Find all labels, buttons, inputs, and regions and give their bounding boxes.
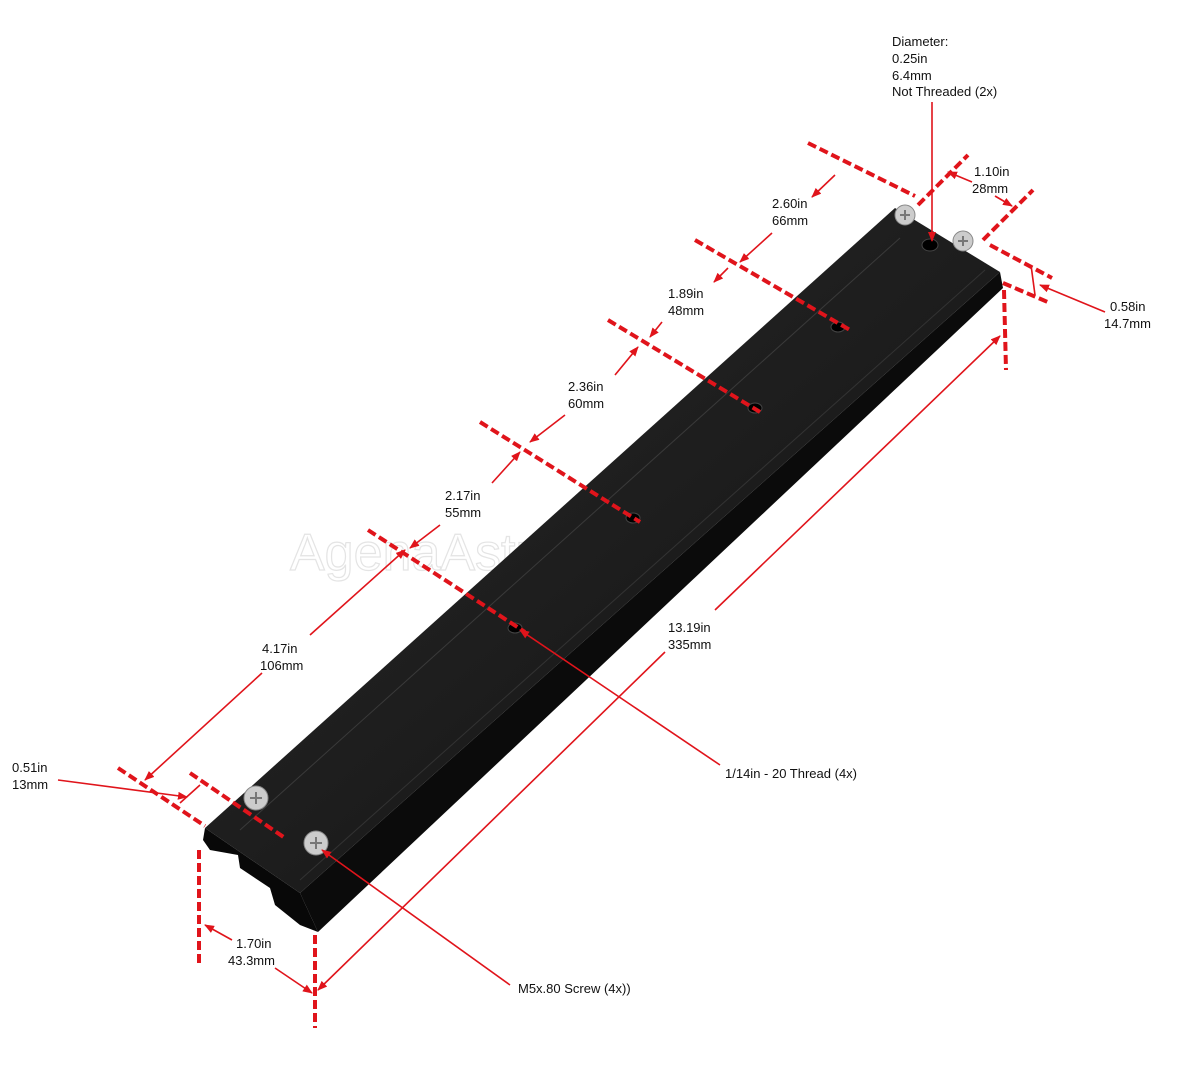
dovetail-rail bbox=[203, 204, 1003, 932]
dimension-arrows bbox=[57, 102, 1106, 994]
rail-groove-line bbox=[239, 237, 901, 831]
diameter-label: Diameter: 0.25in 6.4mm Not Threaded (2x) bbox=[892, 34, 997, 99]
extension-lines bbox=[116, 141, 1053, 1028]
rail-side-face bbox=[300, 272, 1003, 932]
screw-icon bbox=[952, 230, 974, 252]
screw-icon bbox=[894, 204, 916, 226]
screw-label: M5x.80 Screw (4x)) bbox=[518, 981, 631, 996]
rail-top-face bbox=[205, 208, 1000, 893]
rail-end-face bbox=[203, 828, 318, 932]
rail-edge-highlight bbox=[299, 269, 986, 881]
thread-label: 1/14in - 20 Thread (4x) bbox=[725, 766, 857, 781]
screw-icon bbox=[303, 830, 329, 856]
screw-icon bbox=[243, 785, 269, 811]
unthreaded-hole bbox=[921, 238, 939, 252]
